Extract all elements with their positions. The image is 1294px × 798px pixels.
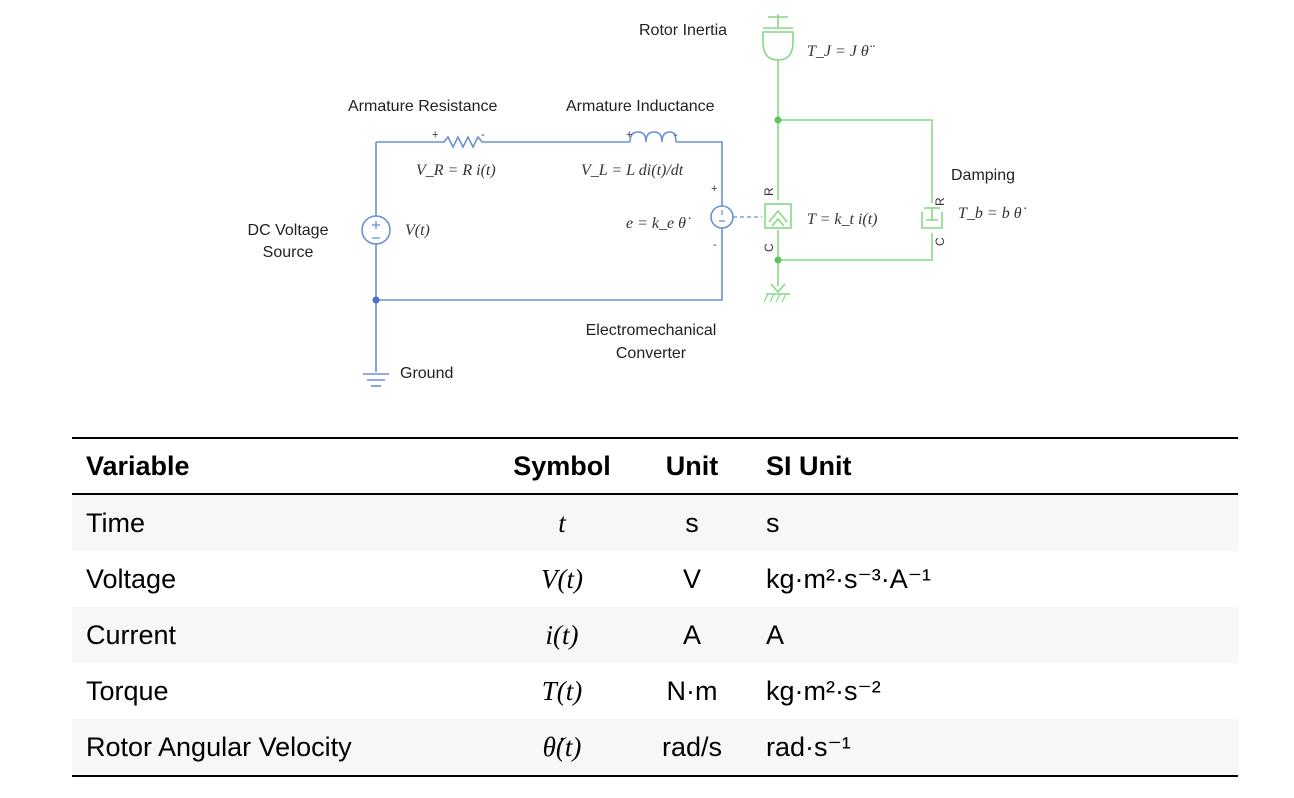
back-emf-equation: e = k_e θ̇ xyxy=(626,215,691,232)
cell-symbol: t xyxy=(558,507,566,538)
ground-junction-dot xyxy=(372,296,380,304)
damper-port-r: R xyxy=(933,197,947,206)
table-row: Torque T(t) N·m kg·m²·s⁻² xyxy=(72,663,1238,719)
dc-motor-diagram: + - + - + - xyxy=(248,14,1027,387)
resistor-equation: V_R = R i(t) xyxy=(416,162,496,179)
cell-unit: V xyxy=(682,563,701,594)
damping-equation: T_b = b θ̇ xyxy=(958,205,1027,222)
damper-port-c: C xyxy=(933,237,947,246)
inductor-equation: V_L = L di(t)/dt xyxy=(581,162,684,179)
converter-port-c: C xyxy=(762,243,776,252)
cell-variable: Rotor Angular Velocity xyxy=(86,731,352,762)
ground-icon xyxy=(363,373,389,387)
dc-voltage-source-label-line1: DC Voltage xyxy=(248,222,329,239)
cell-si-unit: rad·s⁻¹ xyxy=(766,731,851,762)
source-equation: V(t) xyxy=(405,222,430,239)
cell-si-unit: s xyxy=(766,507,780,538)
cell-variable: Time xyxy=(86,507,145,538)
converter-port-r: R xyxy=(762,187,776,196)
resistor-plus: + xyxy=(432,129,438,141)
dc-voltage-source-label-line2: Source xyxy=(263,244,314,261)
inductor-minus: - xyxy=(674,129,678,141)
armature-inductance-label: Armature Inductance xyxy=(566,98,715,115)
electromechanical-converter-label-line2: Converter xyxy=(616,345,687,362)
cell-symbol: i(t) xyxy=(545,619,579,650)
cell-variable: Torque xyxy=(86,675,169,706)
header-variable: Variable xyxy=(72,438,492,495)
inertia-equation: T_J = J θ̈ xyxy=(807,43,875,60)
converter-plus: + xyxy=(711,183,717,195)
inductor-plus: + xyxy=(626,129,632,141)
table-row: Rotor Angular Velocity θ̇(t) rad/s rad·s… xyxy=(72,719,1238,776)
cell-symbol: V(t) xyxy=(541,563,583,594)
mechanical-reference-icon xyxy=(763,283,790,303)
inductor-icon xyxy=(629,131,677,143)
rotor-inertia-label: Rotor Inertia xyxy=(639,22,727,39)
table-row: Voltage V(t) V kg·m²·s⁻³·A⁻¹ xyxy=(72,551,1238,607)
header-symbol: Symbol xyxy=(492,438,632,495)
cell-symbol: T(t) xyxy=(541,675,583,706)
resistor-icon xyxy=(440,135,484,149)
damper-icon xyxy=(921,207,943,229)
cell-symbol: θ̇(t) xyxy=(542,731,582,762)
table-header-row: Variable Symbol Unit SI Unit xyxy=(72,438,1238,495)
cell-unit: rad/s xyxy=(661,731,723,762)
converter-minus: - xyxy=(713,239,717,251)
mechanical-network xyxy=(774,60,933,286)
damping-label: Damping xyxy=(951,167,1015,184)
converter-mechanical-icon xyxy=(764,203,792,229)
cell-unit: s xyxy=(685,507,699,538)
torque-equation: T = k_t i(t) xyxy=(807,211,878,228)
electrical-circuit xyxy=(372,141,723,372)
table-row: Time t s s xyxy=(72,494,1238,551)
converter-electrical-icon xyxy=(710,205,762,229)
voltage-source-icon xyxy=(361,215,391,245)
cell-variable: Current xyxy=(86,619,177,650)
variables-table: Variable Symbol Unit SI Unit Time t s s … xyxy=(72,437,1238,777)
ground-label: Ground xyxy=(400,365,453,382)
resistor-minus: - xyxy=(481,129,485,141)
inertia-icon xyxy=(762,14,794,61)
case-junction-dot xyxy=(774,256,782,264)
cell-si-unit: A xyxy=(766,619,785,650)
table-row: Current i(t) A A xyxy=(72,607,1238,663)
cell-variable: Voltage xyxy=(86,563,177,594)
armature-resistance-label: Armature Resistance xyxy=(348,98,497,115)
cell-unit: N·m xyxy=(666,675,718,706)
cell-si-unit: kg·m²·s⁻² xyxy=(766,675,881,706)
electromechanical-converter-label-line1: Electromechanical xyxy=(586,322,717,339)
header-si-unit: SI Unit xyxy=(752,438,1238,495)
header-unit: Unit xyxy=(632,438,752,495)
cell-si-unit: kg·m²·s⁻³·A⁻¹ xyxy=(766,563,931,594)
cell-unit: A xyxy=(682,619,701,650)
rotor-junction-dot xyxy=(774,116,782,124)
